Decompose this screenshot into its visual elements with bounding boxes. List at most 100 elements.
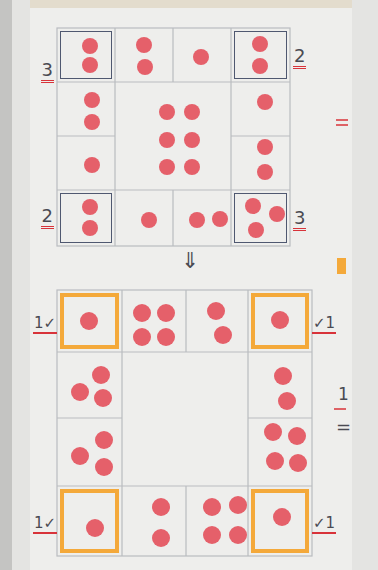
corner-box: ✓1 [251, 293, 309, 349]
corner-box: 3 [60, 31, 112, 79]
grid-line [248, 417, 312, 418]
dot [289, 454, 307, 472]
dot [82, 199, 98, 215]
grid-line [114, 28, 115, 246]
paper-top-strip [30, 0, 352, 8]
corner-box: 3 [234, 193, 287, 243]
dot [252, 36, 268, 52]
dot [82, 220, 98, 236]
dot [92, 366, 110, 384]
dot [266, 452, 284, 470]
grid-line [172, 28, 173, 82]
red-mark [336, 119, 348, 121]
grid-line [231, 135, 290, 136]
dot [157, 328, 175, 346]
upper-grid [57, 28, 290, 246]
grid-line [57, 485, 312, 486]
dot [71, 383, 89, 401]
orange-mark [337, 258, 346, 274]
grid-line [230, 28, 231, 246]
dot [86, 519, 104, 537]
page-edge [0, 0, 12, 570]
dot [80, 312, 98, 330]
grid-line [172, 190, 173, 246]
grid-line [185, 486, 186, 556]
dot [245, 198, 261, 214]
dot [212, 211, 228, 227]
lower-dots [71, 302, 307, 547]
dot [257, 139, 273, 155]
dot [271, 311, 289, 329]
dot [159, 159, 175, 175]
dot [84, 157, 100, 173]
dot [95, 458, 113, 476]
dot [136, 37, 152, 53]
grid-line [57, 351, 312, 352]
corner-number: 2 [41, 206, 54, 229]
dot [189, 212, 205, 228]
dot [71, 447, 89, 465]
dot [137, 59, 153, 75]
grid-line [185, 290, 186, 352]
corner-number: 2 [293, 46, 306, 69]
dot [193, 49, 209, 65]
grid-line [247, 290, 248, 556]
dot [203, 526, 221, 544]
corner-number: 1✓ [33, 315, 57, 334]
corner-box: ✓1 [251, 489, 309, 553]
dot [152, 498, 170, 516]
margin-note: = [336, 418, 351, 436]
paper [30, 6, 352, 570]
dot [94, 389, 112, 407]
dot [159, 104, 175, 120]
corner-number: 3 [293, 208, 306, 231]
grid-line [121, 290, 122, 556]
corner-box: 2 [60, 193, 112, 243]
corner-number: ✓1 [312, 515, 336, 534]
dot [152, 529, 170, 547]
dot [141, 212, 157, 228]
dot [159, 132, 175, 148]
dot [184, 132, 200, 148]
dot [203, 498, 221, 516]
dot [229, 496, 247, 514]
dot [252, 58, 268, 74]
lower-grid [57, 290, 312, 556]
upper-dots [82, 36, 285, 238]
red-mark [334, 408, 346, 410]
grid-line [57, 417, 122, 418]
dot [278, 392, 296, 410]
dot [207, 302, 225, 320]
corner-number: 3 [41, 60, 54, 83]
corner-number: 1✓ [33, 515, 57, 534]
dot [133, 304, 151, 322]
dot [184, 104, 200, 120]
grid-line [57, 135, 115, 136]
dot [288, 427, 306, 445]
down-arrow: ⇓ [181, 250, 199, 272]
dot [273, 508, 291, 526]
corner-box: 2 [234, 31, 287, 79]
dot [184, 159, 200, 175]
red-marks [334, 120, 348, 409]
dot [133, 328, 151, 346]
corner-box: 1✓ [60, 489, 119, 553]
dot [214, 326, 232, 344]
dot [229, 526, 247, 544]
corner-number: ✓1 [312, 315, 336, 334]
dot [257, 94, 273, 110]
margin-note: 1 [338, 386, 349, 403]
dot [274, 367, 292, 385]
grid-border [57, 28, 290, 246]
dot [82, 38, 98, 54]
dot [248, 222, 264, 238]
dot [95, 431, 113, 449]
grid-border [57, 290, 312, 556]
corner-box: 1✓ [60, 293, 119, 349]
dot [82, 57, 98, 73]
dot [264, 423, 282, 441]
red-mark [336, 124, 348, 126]
